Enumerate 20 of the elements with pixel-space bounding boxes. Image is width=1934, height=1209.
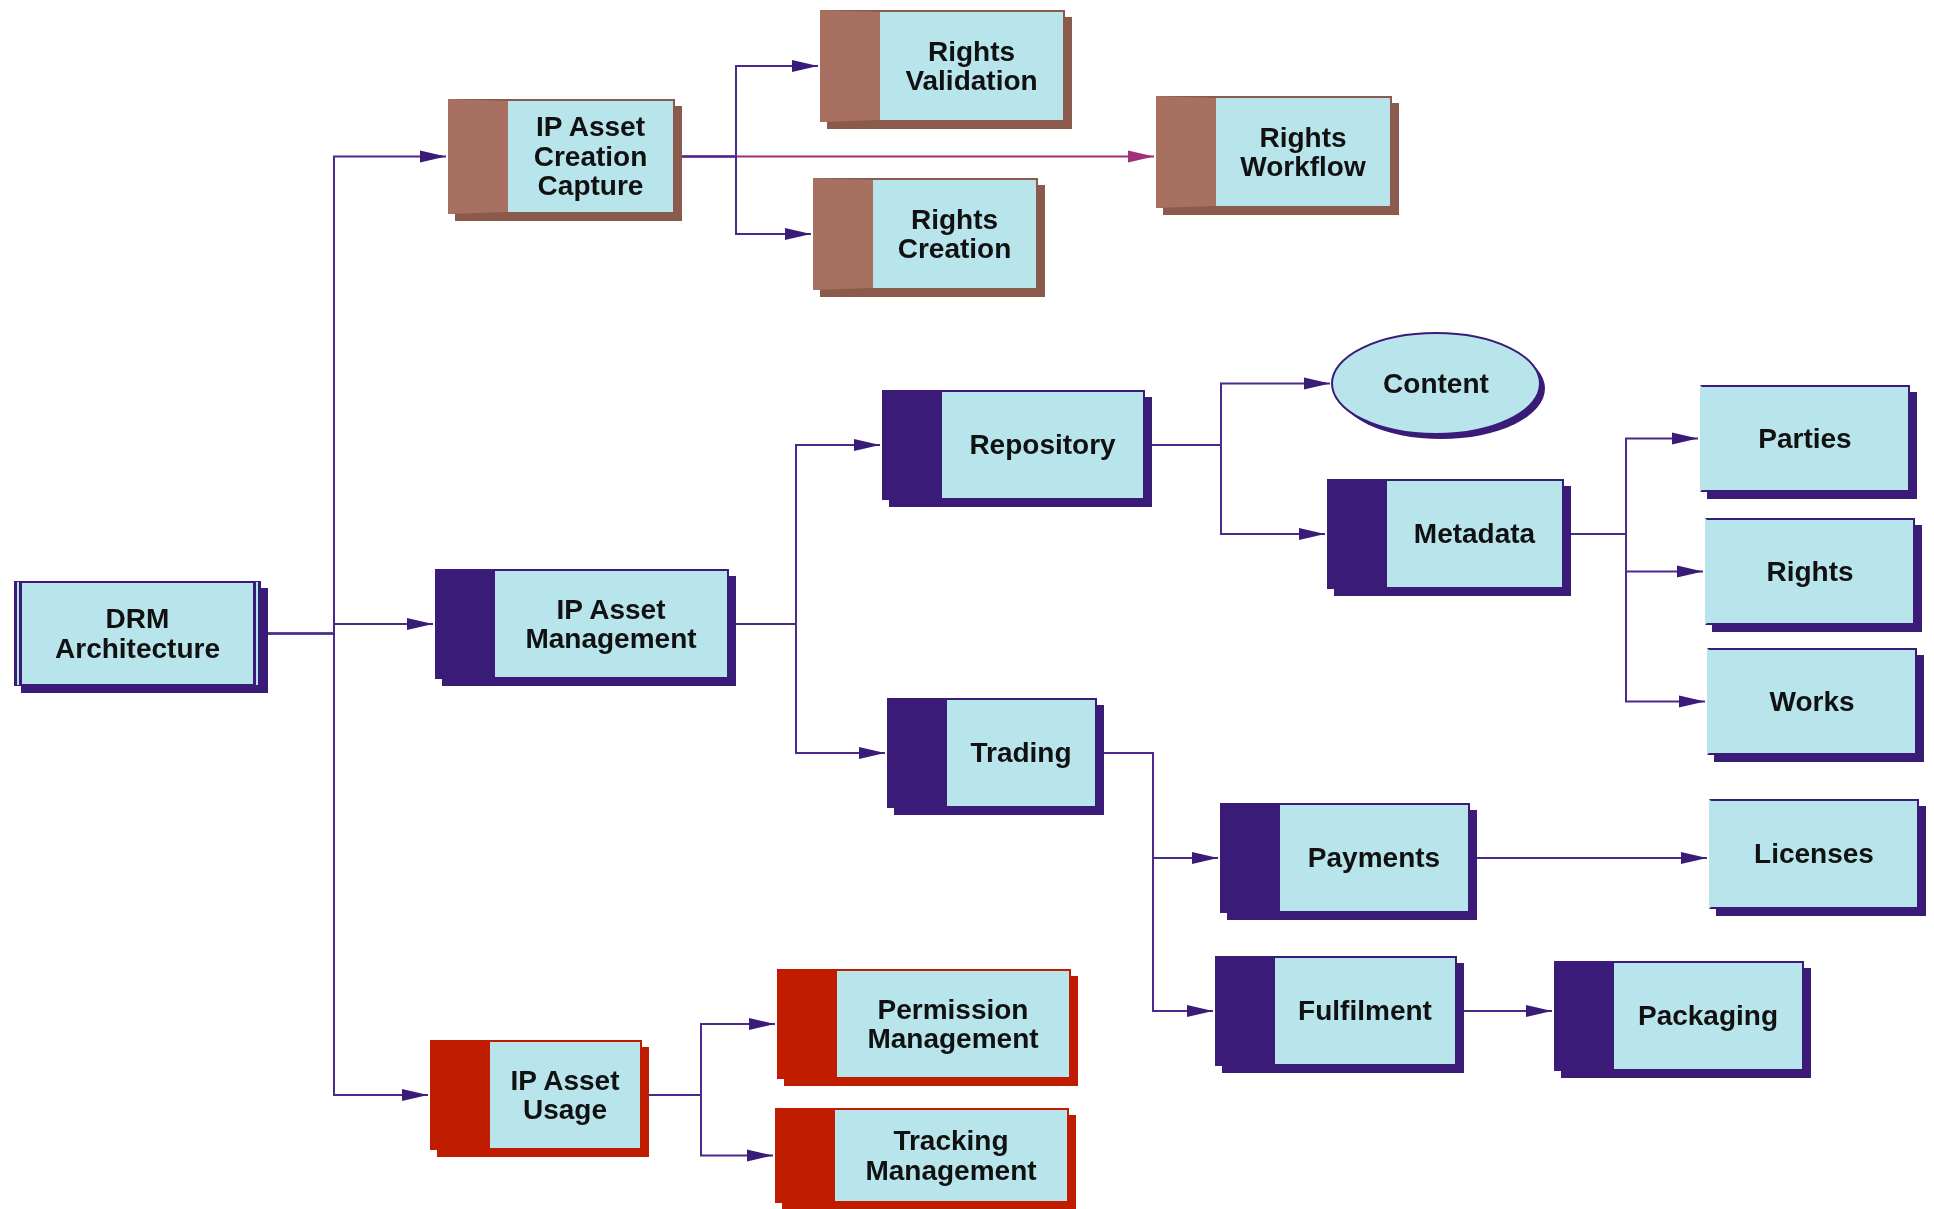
- box-label: Content: [1383, 368, 1489, 399]
- box-label: IP Asset Management: [524, 594, 698, 654]
- box-label: Parties: [1758, 423, 1852, 454]
- box-label: Packaging: [1637, 1001, 1779, 1031]
- box-label: Tracking Management: [864, 1126, 1038, 1185]
- box-label: Repository: [969, 430, 1116, 460]
- box-label: Metadata: [1413, 519, 1536, 549]
- box-label: Rights Creation: [896, 204, 1013, 264]
- box-label: Fulfilment: [1298, 996, 1432, 1026]
- box-label: Rights: [1766, 556, 1854, 587]
- box-label: IP Asset Usage: [509, 1065, 621, 1125]
- box-label: Rights Validation: [904, 36, 1039, 96]
- box-label: Trading: [970, 738, 1072, 768]
- box-label: Rights Workflow: [1239, 122, 1367, 182]
- box-label: IP Asset Creation Capture: [532, 112, 649, 201]
- box-label: Licenses: [1754, 839, 1874, 869]
- box-label: Permission Management: [866, 994, 1040, 1054]
- box-label: DRM Architecture: [54, 604, 221, 663]
- box-label: Payments: [1307, 843, 1441, 873]
- box-label: Works: [1769, 686, 1855, 717]
